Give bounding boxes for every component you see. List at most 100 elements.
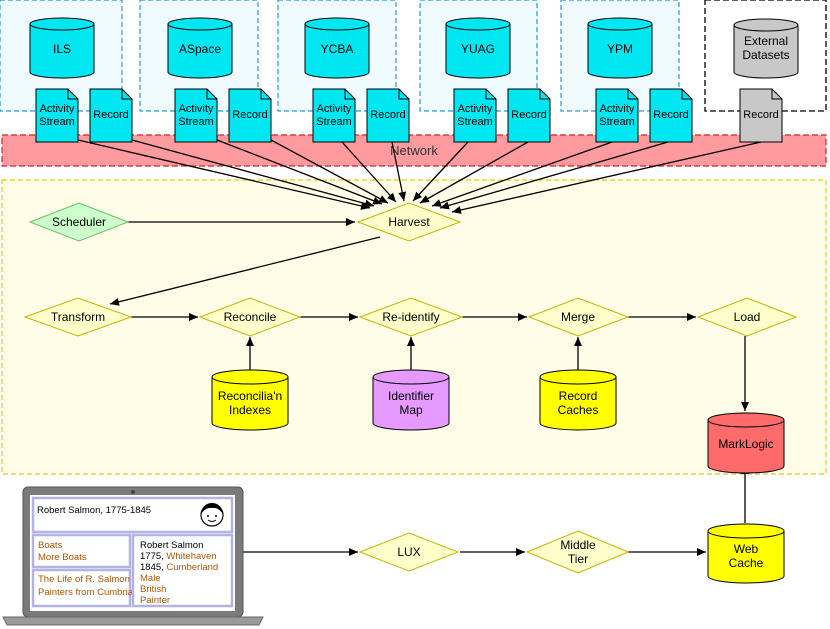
activity-stream-doc-yuag (453, 88, 497, 143)
detail-occupation-link[interactable]: Painter (140, 595, 170, 606)
activity-stream-doc-aspace (174, 88, 218, 143)
web-cache-label-1: Web (734, 542, 759, 556)
doc-label-ils-1a: Activity (40, 103, 75, 115)
marklogic-label: MarkLogic (718, 437, 773, 451)
doc-label-ils-1b: Stream (39, 116, 74, 128)
record-doc-ils (89, 88, 133, 143)
cylinder-ils (29, 17, 95, 79)
list-link-painters[interactable]: Painters from Cumbria (38, 587, 134, 598)
source-name-ypm: YPM (607, 42, 633, 56)
record-doc-ypm (649, 88, 693, 143)
doc-label-ycba-1b: Stream (316, 116, 351, 128)
list-link-boats[interactable]: Boats (38, 540, 63, 551)
cylinder-ypm (587, 17, 653, 79)
doc-label-yuag-1a: Activity (458, 103, 493, 115)
load-label: Load (734, 310, 761, 324)
doc-label-ypm-2: Record (653, 109, 688, 121)
cylinder-aspace (167, 17, 233, 79)
marklogic-cylinder (707, 412, 785, 474)
source-name-aspace: ASpace (179, 42, 221, 56)
record-caches-label-2: Caches (558, 403, 599, 417)
cylinder-ycba (304, 17, 370, 79)
source-name-ils: ILS (53, 42, 71, 56)
doc-label-ils-2: Record (93, 109, 128, 121)
activity-stream-doc-ypm (595, 88, 639, 143)
reidentify-node (358, 297, 464, 337)
lux-label: LUX (397, 545, 420, 559)
laptop: Robert Salmon, 1775-1845 Boats More Boat… (2, 486, 264, 626)
middle-tier-label-1: Middle (560, 538, 596, 552)
middle-tier-label-2: Tier (568, 552, 588, 566)
laptop-base (2, 616, 264, 626)
source-name-yuag: YUAG (461, 42, 495, 56)
record-doc-ycba (366, 88, 410, 143)
record-caches-label-1: Record (559, 389, 598, 403)
doc-label-yuag-2: Record (511, 109, 546, 121)
source-name-ycba: YCBA (321, 42, 354, 56)
detail-panel (131, 533, 234, 608)
cylinder-yuag (445, 17, 511, 79)
activity-stream-doc-ils (35, 88, 79, 143)
source-cylinders (29, 17, 653, 79)
external-name-line1: External (744, 34, 788, 48)
scheduler-label: Scheduler (52, 215, 106, 229)
middle-tier-node (525, 530, 630, 574)
record-doc-yuag (507, 88, 551, 143)
detail-nationality-link[interactable]: British (140, 584, 166, 595)
detail-name: Robert Salmon (140, 540, 203, 551)
reconcile-node (198, 297, 302, 337)
record-doc-external (739, 88, 783, 143)
doc-label-aspace-1a: Activity (179, 103, 214, 115)
avatar (200, 503, 224, 527)
harvest-node (356, 202, 462, 242)
transform-label: Transform (51, 310, 105, 324)
web-cache-cylinder (707, 523, 785, 584)
doc-label-aspace-2: Record (232, 109, 267, 121)
reconciliation-indexes-label-2: Indexes (229, 403, 271, 417)
detail-death-place-link[interactable]: Cumberland (166, 562, 218, 573)
merge-node (527, 297, 630, 337)
list-link-more-boats[interactable]: More Boats (38, 552, 87, 563)
list-link-life[interactable]: The Life of R. Salmon (38, 574, 130, 585)
doc-label-yuag-1b: Stream (457, 116, 492, 128)
list-panel-1 (31, 533, 132, 569)
laptop-camera (131, 490, 135, 494)
detail-birth-place-link[interactable]: Whitehaven (166, 551, 216, 562)
record-doc-aspace (228, 88, 272, 143)
reconcile-label: Reconcile (224, 310, 277, 324)
lux-node (358, 532, 460, 572)
doc-label-ycba-1a: Activity (317, 103, 352, 115)
detail-birth-line: 1775, Whitehaven (140, 551, 217, 562)
detail-birth-year: 1775, (140, 551, 164, 562)
load-node (696, 297, 798, 337)
reconciliation-indexes-label-1: Reconcilia'n (218, 389, 282, 403)
reconciliation-indexes-cylinder (211, 369, 289, 431)
doc-label-ypm-1a: Activity (600, 103, 635, 115)
documents (35, 88, 783, 143)
activity-stream-doc-ycba (312, 88, 356, 143)
web-cache-label-2: Cache (729, 556, 764, 570)
detail-death-line: 1845, Cumberland (140, 562, 218, 573)
list-panel-2 (31, 568, 132, 608)
detail-death-year: 1845, (140, 562, 164, 573)
detail-gender-link[interactable]: Male (140, 573, 161, 584)
transform-node (23, 297, 133, 337)
external-name-line2: Datasets (742, 48, 789, 62)
scheduler-node (28, 202, 130, 242)
identifier-map-cylinder (372, 369, 450, 431)
doc-label-ycba-2: Record (370, 109, 405, 121)
network-label: Network (390, 143, 438, 158)
identifier-map-label-1: Identifier (388, 389, 434, 403)
identifier-map-label-2: Map (399, 403, 423, 417)
harvest-label: Harvest (388, 215, 430, 229)
harvest-arrows (77, 139, 762, 214)
cylinder-external (733, 18, 799, 79)
record-caches-cylinder (539, 369, 617, 431)
header-panel (31, 496, 234, 534)
merge-label: Merge (561, 310, 595, 324)
reidentify-label: Re-identify (382, 310, 439, 324)
doc-label-aspace-1b: Stream (178, 116, 213, 128)
header-title: Robert Salmon, 1775-1845 (37, 505, 151, 516)
pipeline-arrows (109, 218, 749, 556)
